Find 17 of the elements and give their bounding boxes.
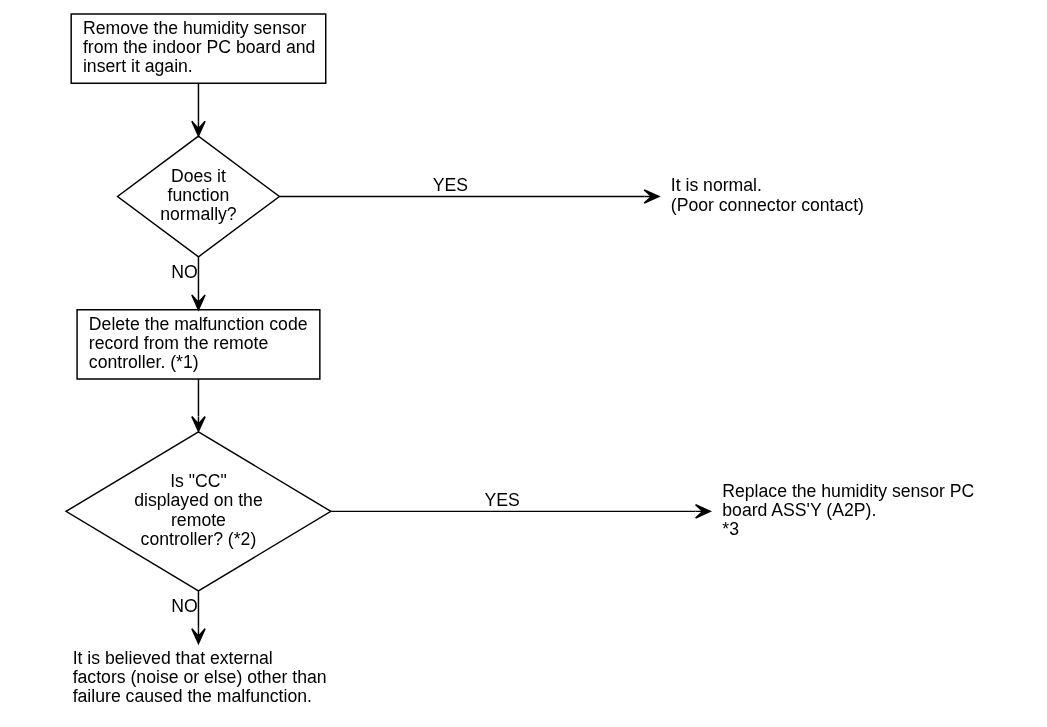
arrow xyxy=(190,256,206,311)
edge-label: NO xyxy=(170,596,198,617)
node-box: Remove the humidity sensor from the indoor PC board and insert it again. xyxy=(69,13,326,84)
edge-label: YES xyxy=(483,490,520,511)
arrow xyxy=(329,504,711,519)
node-text: Replace the humidity sensor PC board ASS'Y (A2P). *3 xyxy=(721,480,974,540)
node-diamond: Is "CC" displayed on the remote controller? (*2) xyxy=(64,431,332,592)
node-box: Delete the malfunction code record from the remote controller. (*1) xyxy=(75,309,321,380)
arrow xyxy=(190,590,206,645)
edge-label: NO xyxy=(170,262,198,283)
node-diamond: Does it function normally? xyxy=(115,135,281,258)
arrow xyxy=(190,378,206,433)
edge-label: YES xyxy=(432,175,468,196)
arrow xyxy=(278,189,660,204)
node-text: It is normal. (Poor connector contact) xyxy=(670,175,864,215)
arrow xyxy=(190,83,206,137)
node-text: It is believed that external factors (noise or else) other than failure caused the malfunction. xyxy=(72,647,327,707)
